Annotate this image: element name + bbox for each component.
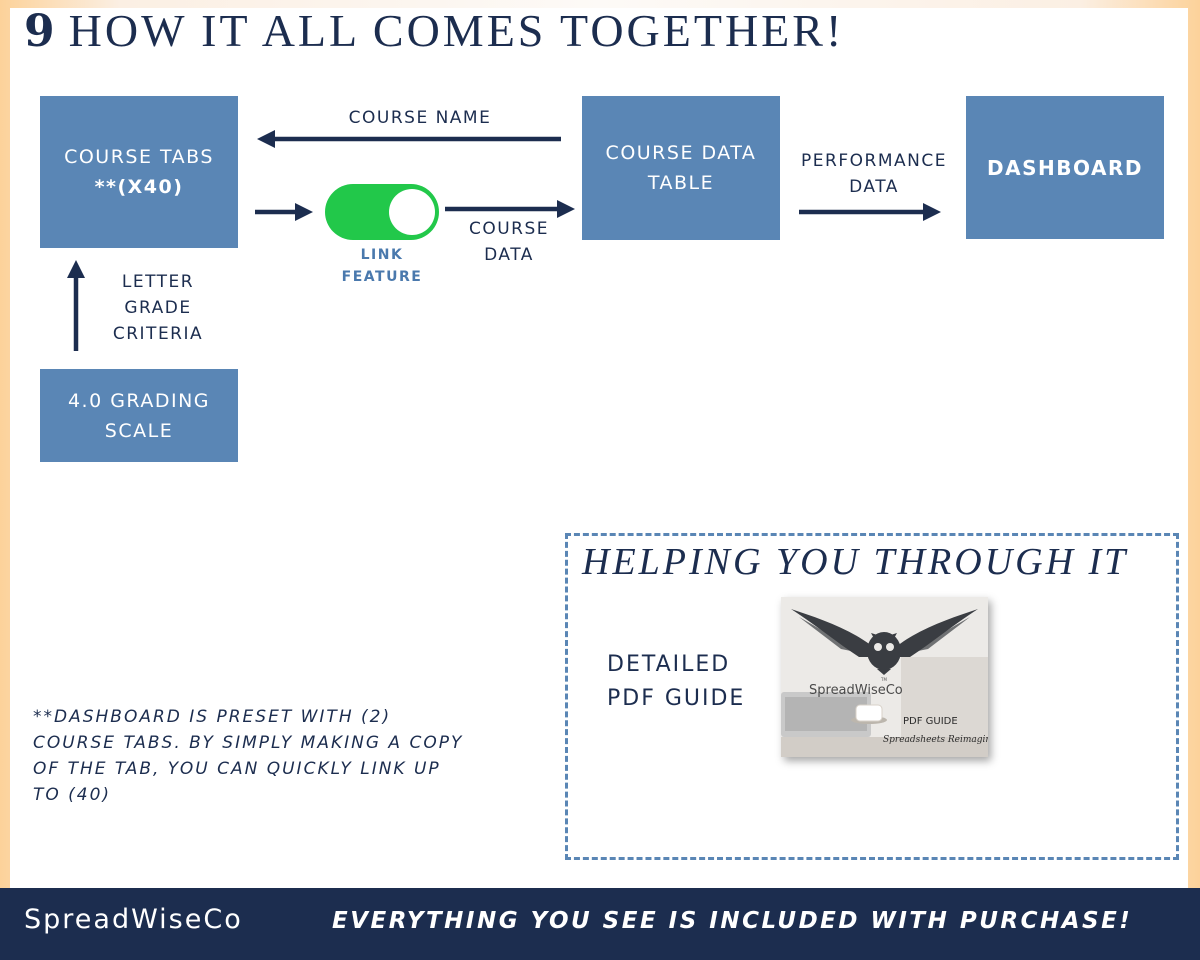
pdf-guide-thumbnail[interactable]: TM SpreadWiseCo PDF GUIDE Spreadsheets R…	[781, 597, 988, 757]
toggle-knob	[389, 189, 435, 235]
help-item-line1: DETAILED	[607, 652, 731, 677]
dashboard-note: **DASHBOARD IS PRESET WITH (2) COURSE TA…	[33, 707, 464, 805]
owl-icon	[791, 609, 978, 675]
dashboard-label: DASHBOARD	[987, 155, 1143, 180]
page-heading: 9 HOW IT ALL COMES TOGETHER!	[24, 4, 845, 57]
footer-slogan: EVERYTHING YOU SEE IS INCLUDED WITH PURC…	[332, 908, 1133, 934]
grading-scale-box: 4.0 GRADING SCALE	[40, 369, 238, 462]
letter-grade-line2: GRADE	[124, 298, 192, 318]
performance-data-label: PERFORMANCE DATA	[788, 148, 960, 200]
letter-grade-label: LETTER GRADE CRITERIA	[100, 269, 216, 347]
letter-grade-line1: LETTER	[121, 272, 195, 292]
link-feature-label: LINK FEATURE	[322, 244, 442, 288]
step-number: 9	[24, 6, 55, 57]
course-name-label: COURSE NAME	[348, 108, 492, 128]
course-tabs-line2: **(X40)	[94, 176, 184, 198]
dashboard-box: DASHBOARD	[966, 96, 1164, 239]
link-feature-line2: FEATURE	[341, 269, 423, 285]
course-tabs-box: COURSE TABS **(X40)	[40, 96, 238, 248]
pdf-guide-art: TM SpreadWiseCo PDF GUIDE Spreadsheets R…	[781, 597, 988, 757]
footer-brand: SpreadWiseCo	[24, 904, 243, 935]
course-data-table-box: COURSE DATA TABLE	[582, 96, 780, 240]
course-data-label: COURSE DATA	[455, 216, 563, 268]
guide-script: Spreadsheets Reimagined	[883, 735, 988, 745]
help-title: HELPING YOU THROUGH IT	[582, 541, 1129, 583]
help-box	[565, 533, 1179, 860]
course-tabs-line1: COURSE TABS	[64, 146, 214, 168]
footer-bar: SpreadWiseCo EVERYTHING YOU SEE IS INCLU…	[0, 888, 1200, 960]
performance-data-line1: PERFORMANCE	[801, 151, 947, 171]
grading-scale-line1: 4.0 GRADING	[67, 389, 211, 412]
course-data-line2: DATA	[484, 245, 534, 265]
guide-caption: PDF GUIDE	[903, 716, 958, 727]
guide-brand: SpreadWiseCo	[809, 683, 903, 698]
performance-data-line2: DATA	[849, 177, 899, 197]
link-feature-line1: LINK	[360, 247, 404, 263]
help-item: DETAILED PDF GUIDE	[607, 648, 745, 716]
grading-scale-line2: SCALE	[104, 419, 174, 442]
course-data-table-line2: TABLE	[647, 172, 715, 194]
page-title: HOW IT ALL COMES TOGETHER!	[68, 5, 845, 56]
letter-grade-line3: CRITERIA	[112, 324, 204, 344]
link-toggle[interactable]	[325, 184, 439, 240]
help-item-line2: PDF GUIDE	[607, 686, 746, 711]
guide-tm: TM	[880, 677, 887, 682]
course-data-line1: COURSE	[468, 219, 550, 239]
course-data-table-line1: COURSE DATA	[605, 142, 757, 164]
